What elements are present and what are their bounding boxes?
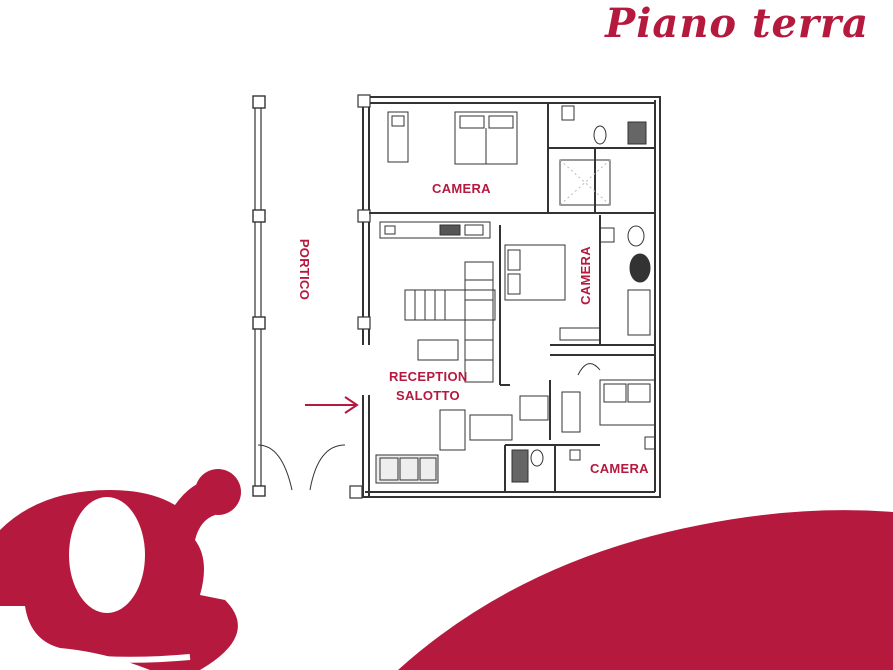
- salotto-furniture: [375, 339, 549, 484]
- bed-bottom: [561, 363, 656, 450]
- kitchen-counter: [379, 221, 491, 239]
- room-label-reception: RECEPTION: [389, 369, 468, 384]
- arrow-right-icon: [305, 396, 359, 414]
- bed-top: [387, 111, 518, 165]
- interior-walls: [369, 103, 655, 492]
- entrance-doors: [257, 444, 346, 491]
- staircase: [404, 261, 496, 383]
- letter-g-logo-icon: [0, 469, 241, 670]
- bed-right: [504, 244, 651, 341]
- page-title: Piano terra: [605, 0, 869, 47]
- portico-columns: [252, 95, 266, 497]
- room-label-camera-top: CAMERA: [432, 181, 491, 196]
- room-label-camera-bottom: CAMERA: [590, 461, 649, 476]
- accent-wave: [398, 510, 893, 670]
- room-label-salotto: SALOTTO: [396, 388, 460, 403]
- area-label-portico: PORTICO: [297, 238, 313, 301]
- bathroom-fixtures: [511, 105, 651, 483]
- room-label-camera-right: CAMERA: [577, 246, 593, 305]
